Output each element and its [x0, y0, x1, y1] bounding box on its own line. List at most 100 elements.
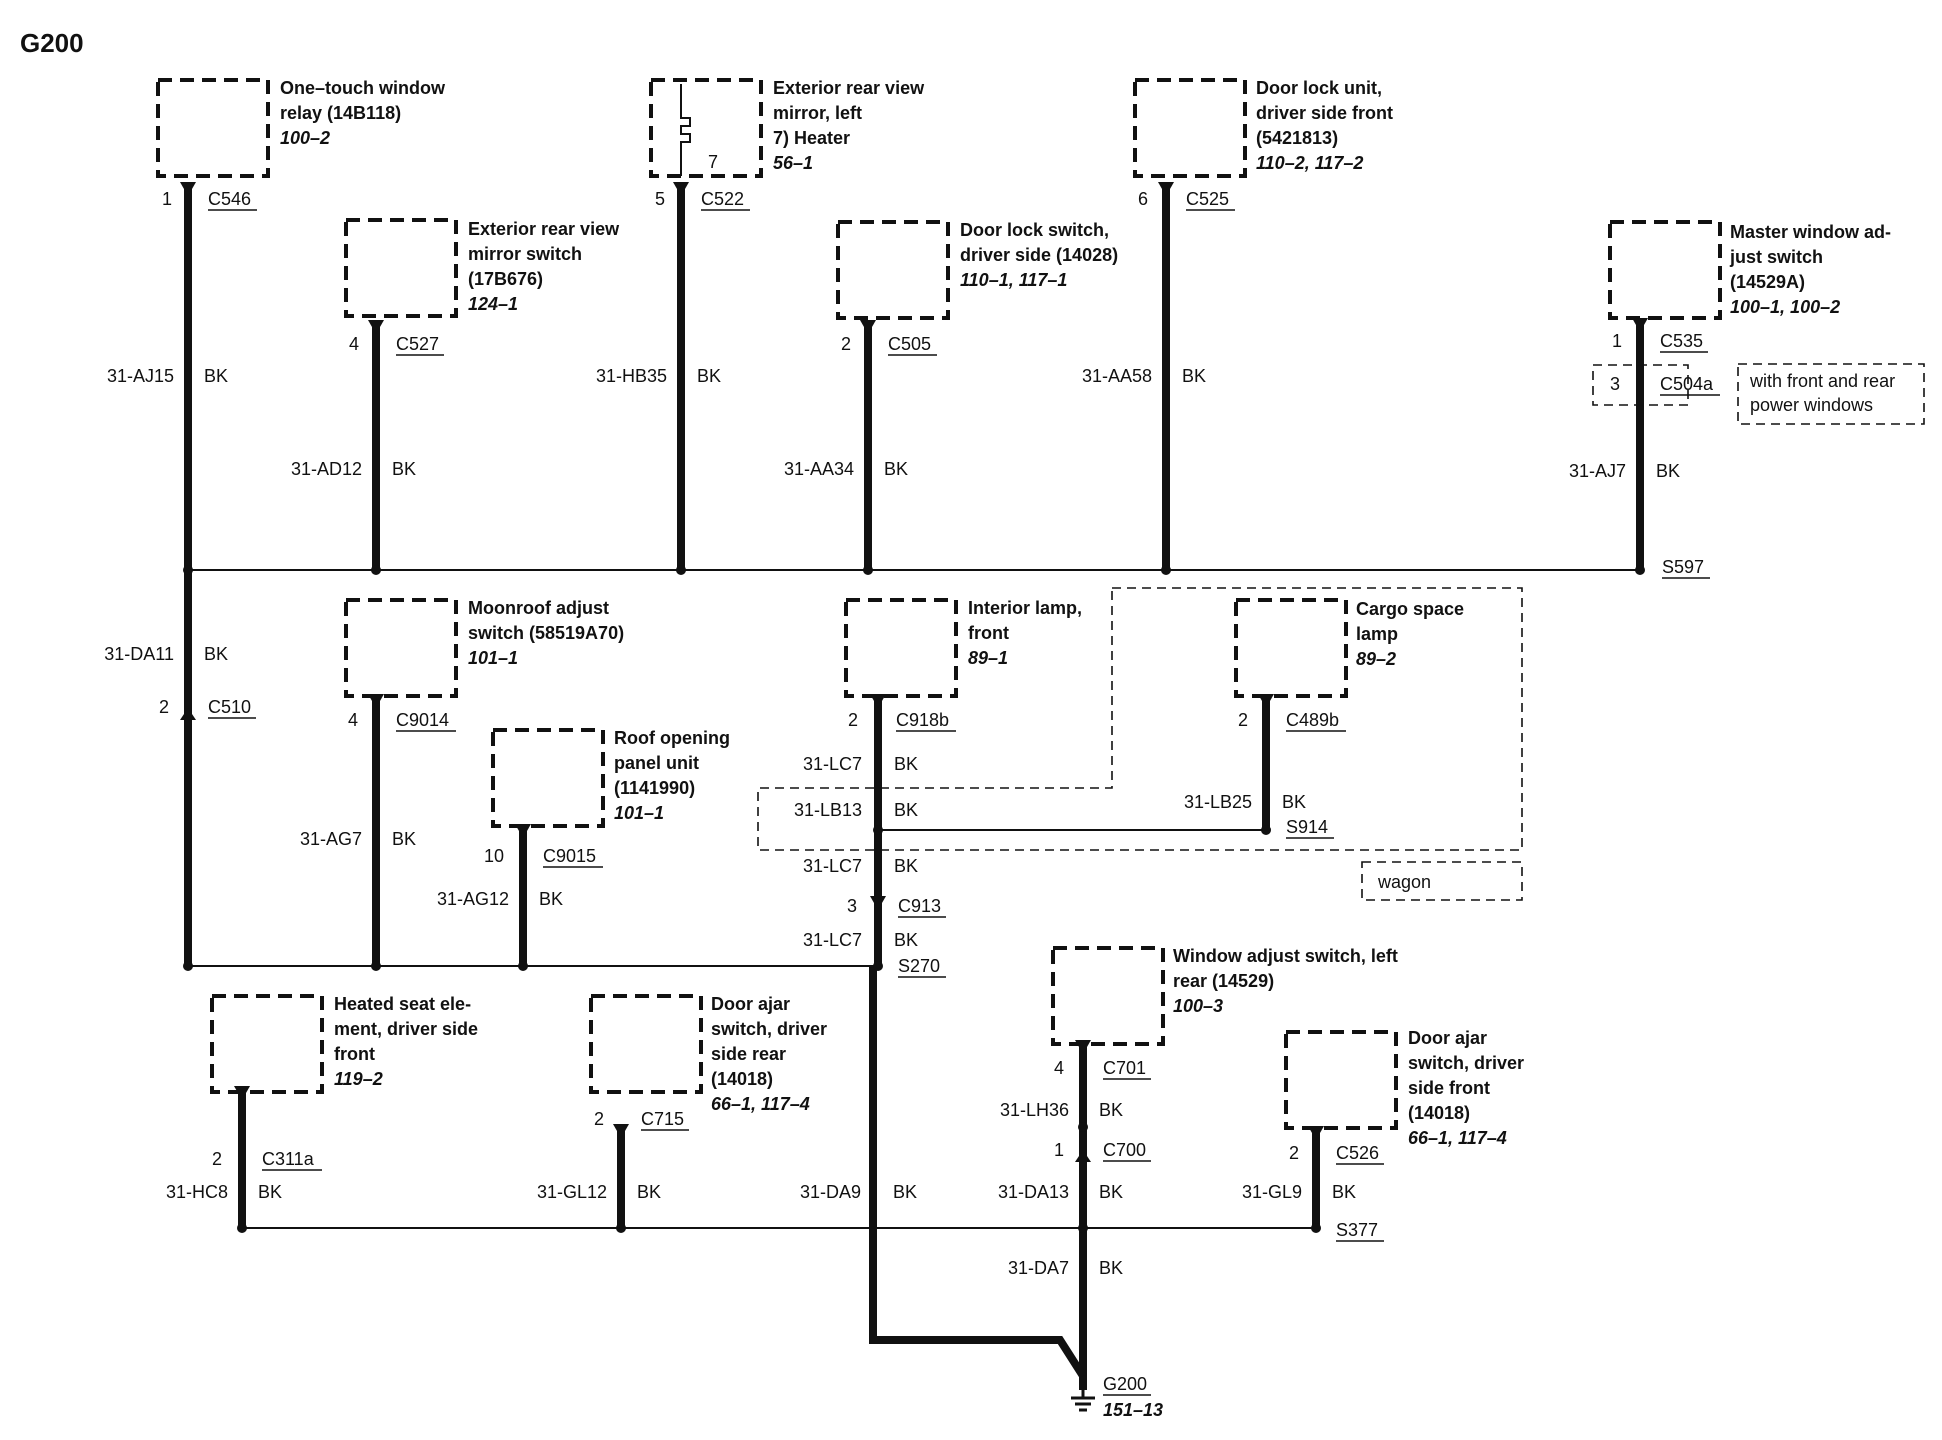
wagon-note-box [1361, 861, 1523, 901]
svg-text:S377: S377 [1336, 1220, 1378, 1240]
svg-text:switch, driver: switch, driver [711, 1019, 827, 1039]
connector-underlines [208, 209, 1720, 1171]
svg-text:S914: S914 [1286, 817, 1328, 837]
svg-text:C510: C510 [208, 697, 251, 717]
svg-text:56–1: 56–1 [773, 153, 813, 173]
svg-text:Door lock switch,: Door lock switch, [960, 220, 1109, 240]
svg-text:31-GL9: 31-GL9 [1242, 1182, 1302, 1202]
svg-text:89–1: 89–1 [968, 648, 1008, 668]
master-window-box [1608, 220, 1722, 320]
svg-text:2: 2 [841, 334, 851, 354]
svg-text:Interior lamp,: Interior lamp, [968, 598, 1082, 618]
svg-text:(1141990): (1141990) [614, 778, 695, 798]
svg-text:31-GL12: 31-GL12 [537, 1182, 607, 1202]
svg-text:C504a: C504a [1660, 374, 1714, 394]
label-window-left-rear: Window adjust switch, left rear (14529) … [1173, 946, 1398, 1016]
front-rear-windows-note-box [1737, 363, 1925, 425]
svg-text:C913: C913 [898, 896, 941, 916]
label-mirror-switch: Exterior rear view mirror switch (17B676… [468, 219, 620, 314]
svg-text:C527: C527 [396, 334, 439, 354]
svg-text:31-LB25: 31-LB25 [1184, 792, 1252, 812]
splice-labels: S597 S914 S270 S377 [898, 557, 1710, 1242]
svg-text:C9015: C9015 [543, 846, 596, 866]
svg-text:2: 2 [1238, 710, 1248, 730]
svg-text:C489b: C489b [1286, 710, 1339, 730]
svg-text:BK: BK [893, 1182, 917, 1202]
svg-text:C9014: C9014 [396, 710, 449, 730]
svg-text:1: 1 [162, 189, 172, 209]
svg-text:mirror switch: mirror switch [468, 244, 582, 264]
svg-text:BK: BK [1099, 1258, 1123, 1278]
svg-text:31-AJ7: 31-AJ7 [1569, 461, 1626, 481]
svg-text:66–1, 117–4: 66–1, 117–4 [1408, 1128, 1507, 1148]
svg-text:2: 2 [159, 697, 169, 717]
svg-text:110–1, 117–1: 110–1, 117–1 [960, 270, 1067, 290]
svg-text:31-DA7: 31-DA7 [1008, 1258, 1069, 1278]
moonroof-switch-box [344, 598, 458, 698]
svg-text:(14018): (14018) [1408, 1103, 1470, 1123]
ground-ref: 151–13 [1103, 1400, 1163, 1420]
svg-text:driver side front: driver side front [1256, 103, 1393, 123]
splice-dots [183, 565, 1645, 1233]
svg-text:7) Heater: 7) Heater [773, 128, 850, 148]
svg-text:BK: BK [204, 366, 228, 386]
svg-text:100–2: 100–2 [280, 128, 330, 148]
door-ajar-rear-box [589, 994, 703, 1094]
label-roof-panel: Roof opening panel unit (1141990) 101–1 [614, 728, 730, 823]
wire-id-labels: 31-AJ15 31-HB35 31-AA58 31-AD12 31-AA34 … [104, 366, 1626, 1278]
svg-text:BK: BK [894, 930, 918, 950]
svg-text:66–1, 117–4: 66–1, 117–4 [711, 1094, 810, 1114]
svg-text:side rear: side rear [711, 1044, 786, 1064]
svg-text:31-LC7: 31-LC7 [803, 930, 862, 950]
label-one-touch-relay: One–touch window relay (14B118) 100–2 [280, 78, 446, 148]
label-door-ajar-rear: Door ajar switch, driver side rear (1401… [711, 994, 827, 1114]
svg-text:10: 10 [484, 846, 504, 866]
svg-text:Exterior rear view: Exterior rear view [773, 78, 925, 98]
svg-text:(5421813): (5421813) [1256, 128, 1338, 148]
svg-text:BK: BK [894, 800, 918, 820]
svg-text:1: 1 [1054, 1140, 1064, 1160]
mirror-switch-box [344, 218, 458, 318]
svg-text:mirror, left: mirror, left [773, 103, 862, 123]
svg-text:driver side (14028): driver side (14028) [960, 245, 1118, 265]
label-door-lock-switch: Door lock switch, driver side (14028) 11… [960, 220, 1118, 290]
label-door-lock-unit: Door lock unit, driver side front (54218… [1256, 78, 1393, 173]
svg-text:C918b: C918b [896, 710, 949, 730]
svg-text:31-DA13: 31-DA13 [998, 1182, 1069, 1202]
heated-seat-box [210, 994, 324, 1094]
svg-text:(17B676): (17B676) [468, 269, 543, 289]
label-moonroof-switch: Moonroof adjust switch (58519A70) 101–1 [468, 598, 624, 668]
svg-text:2: 2 [594, 1109, 604, 1129]
c504a-option-box [1592, 364, 1689, 406]
svg-text:31-AG7: 31-AG7 [300, 829, 362, 849]
mirror-heater-pin: 7 [708, 152, 718, 172]
svg-text:119–2: 119–2 [334, 1069, 383, 1089]
svg-text:BK: BK [258, 1182, 282, 1202]
svg-text:31-HC8: 31-HC8 [166, 1182, 228, 1202]
svg-text:2: 2 [1289, 1143, 1299, 1163]
label-master-window: Master window ad- just switch (14529A) 1… [1729, 222, 1891, 317]
svg-text:C311a: C311a [262, 1149, 315, 1169]
heater-element-icon [680, 84, 691, 176]
svg-text:Master window ad-: Master window ad- [1730, 222, 1891, 242]
svg-text:31-AD12: 31-AD12 [291, 459, 362, 479]
svg-text:Door lock unit,: Door lock unit, [1256, 78, 1382, 98]
page-title: G200 [20, 28, 84, 58]
label-mirror-left: Exterior rear view mirror, left 7) Heate… [773, 78, 925, 173]
svg-text:2: 2 [212, 1149, 222, 1169]
svg-text:just switch: just switch [1729, 247, 1823, 267]
svg-text:31-LB13: 31-LB13 [794, 800, 862, 820]
svg-text:BK: BK [894, 856, 918, 876]
connector-labels: C546 C522 C525 C527 C505 C535 C504a C510… [208, 189, 1714, 1169]
svg-text:Cargo space: Cargo space [1356, 599, 1464, 619]
svg-text:BK: BK [1282, 792, 1306, 812]
svg-text:124–1: 124–1 [468, 294, 518, 314]
svg-text:31-AJ15: 31-AJ15 [107, 366, 174, 386]
svg-text:relay (14B118): relay (14B118) [280, 103, 401, 123]
svg-text:31-DA9: 31-DA9 [800, 1182, 861, 1202]
svg-text:Exterior rear view: Exterior rear view [468, 219, 620, 239]
one-touch-relay-box [156, 78, 270, 178]
svg-text:One–touch window: One–touch window [280, 78, 446, 98]
svg-text:Door ajar: Door ajar [1408, 1028, 1487, 1048]
